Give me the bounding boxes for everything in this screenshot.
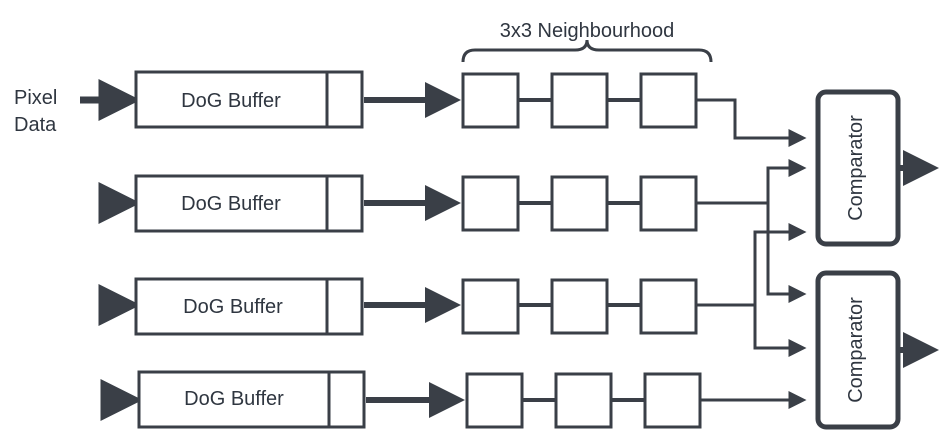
comparator-2: Comparator: [815, 270, 901, 430]
dog-buffer-2: DoG Buffer: [134, 174, 364, 233]
neighbourhood-brace: [461, 39, 713, 63]
dog-buffer-label: DoG Buffer: [181, 90, 281, 112]
cell-1-3: [639, 72, 698, 129]
dog-buffer-3: DoG Buffer: [134, 277, 364, 336]
cell-2-3: [639, 175, 698, 232]
comparator-label: Comparator: [845, 297, 867, 403]
cell-1-1: [461, 72, 520, 129]
comparator-1: Comparator: [815, 89, 901, 247]
cell-4-3: [643, 372, 702, 429]
cell-3-1: [461, 278, 520, 335]
row3-to-comparator-1: [696, 223, 807, 307]
row1-to-comparator-1: [696, 98, 807, 147]
dog-buffer-4: DoG Buffer: [137, 370, 366, 429]
row2-to-comparator-2: [766, 203, 807, 303]
dog-buffer-1: DoG Buffer: [134, 70, 364, 129]
neighbourhood-label: 3x3 Neighbourhood: [500, 20, 675, 42]
comparator-label: Comparator: [845, 115, 867, 221]
dog-buffer-label: DoG Buffer: [184, 388, 284, 410]
cell-2-2: [550, 175, 609, 232]
cell-3-3: [639, 278, 698, 335]
input-label-line1: Pixel: [14, 87, 57, 109]
cell-3-2: [550, 278, 609, 335]
cell-1-2: [550, 72, 609, 129]
input-label-line2: Data: [14, 114, 57, 136]
cell-2-1: [461, 175, 520, 232]
row2-to-comparators: [696, 159, 807, 205]
row3-to-comparator-2: [753, 305, 807, 357]
cell-4-1: [465, 372, 524, 429]
cell-4-2: [554, 372, 613, 429]
dog-buffer-label: DoG Buffer: [181, 193, 281, 215]
dog-buffer-label: DoG Buffer: [183, 296, 283, 318]
